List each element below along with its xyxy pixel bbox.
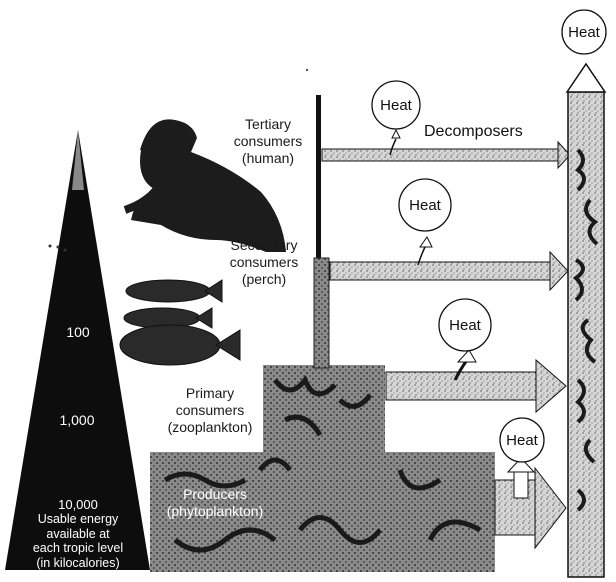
heat-bubble-top: Heat xyxy=(562,10,606,54)
heat-label-secondary: Heat xyxy=(409,197,442,214)
heat-bubble-producers: Heat xyxy=(500,418,544,462)
speck xyxy=(57,246,60,249)
heat-label-primary: Heat xyxy=(449,317,482,334)
speck xyxy=(49,245,52,248)
arrow-to-decomposers-producers xyxy=(495,468,566,548)
label-line: consumers xyxy=(155,402,265,419)
label-line: (human) xyxy=(220,150,316,167)
pyramid-label-10000: 10,000 xyxy=(38,497,118,512)
label-line: Secondary xyxy=(212,237,316,254)
pyramid-label-1000: 1,000 xyxy=(42,413,112,428)
arrow-to-decomposers-tertiary xyxy=(322,142,570,168)
heat-arrow-up-large xyxy=(567,64,605,92)
label-producers: Producers (phytoplankton) xyxy=(150,486,280,520)
label-line: (perch) xyxy=(212,271,316,288)
label-secondary-consumers: Secondary consumers (perch) xyxy=(212,237,316,288)
heat-bubble-secondary: Heat xyxy=(399,179,451,231)
perch-column xyxy=(314,258,329,368)
pyramid-caption-line-2: available at xyxy=(8,527,148,542)
heat-label-producers: Heat xyxy=(506,432,539,449)
arrow-to-decomposers-primary xyxy=(386,360,566,412)
label-line: (phytoplankton) xyxy=(150,503,280,520)
label-primary-consumers: Primary consumers (zooplankton) xyxy=(155,385,265,436)
label-line: Producers xyxy=(150,486,280,503)
decomposers-label: Decomposers xyxy=(424,123,523,141)
arrow-to-decomposers-secondary xyxy=(330,252,568,290)
pyramid-caption: Usable energy available at each tropic l… xyxy=(8,512,148,570)
pyramid-caption-line-1: Usable energy xyxy=(8,512,148,527)
heat-bubble-tertiary: Heat xyxy=(372,81,420,129)
heat-label-top: Heat xyxy=(568,24,601,41)
label-line: Tertiary xyxy=(220,116,316,133)
heat-bubble-primary: Heat xyxy=(439,299,491,351)
heat-arrow-producers xyxy=(514,470,528,498)
perch-illustration xyxy=(120,280,240,365)
label-line: (zooplankton) xyxy=(155,419,265,436)
pyramid-caption-line-3: each tropic level xyxy=(8,541,148,556)
heat-label-tertiary: Heat xyxy=(380,97,413,114)
heat-arrowhead-secondary xyxy=(420,237,432,247)
label-line: consumers xyxy=(212,254,316,271)
pyramid-caption-line-4: (in kilocalories) xyxy=(8,556,148,571)
speck xyxy=(64,249,67,252)
speck xyxy=(306,69,308,71)
label-line: Primary xyxy=(155,385,265,402)
pyramid-label-100: 100 xyxy=(48,325,108,340)
label-tertiary-consumers: Tertiary consumers (human) xyxy=(220,116,316,167)
heat-arrowhead-primary xyxy=(458,350,476,362)
food-chain-pole xyxy=(316,95,321,260)
heat-arrowhead-tertiary xyxy=(392,130,400,138)
label-line: consumers xyxy=(220,133,316,150)
zooplankton-block xyxy=(263,365,385,455)
